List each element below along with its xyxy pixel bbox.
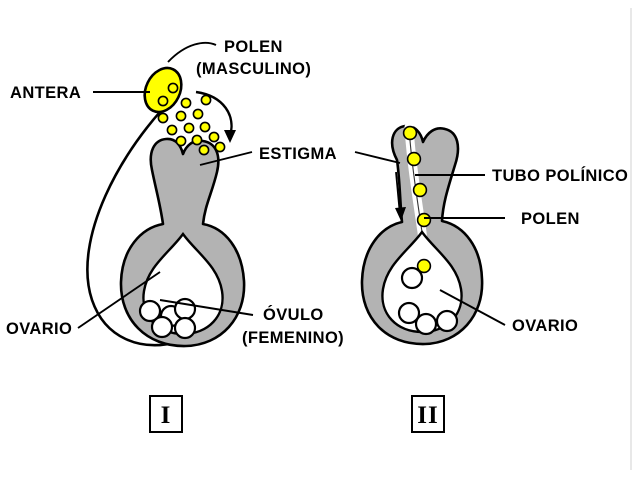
- ovule: [414, 312, 438, 336]
- anther-shape: [143, 66, 183, 114]
- pollen-grain: [200, 94, 212, 106]
- panel-II-caption-box: [411, 395, 445, 433]
- label-polen-masculino-line1: POLEN: [224, 38, 283, 56]
- ovule: [150, 315, 174, 339]
- ovule: [435, 309, 459, 333]
- pollen-grain: [166, 124, 178, 136]
- pollen-cloud-group: [157, 82, 226, 156]
- pollen-grain: [157, 95, 169, 107]
- pollen-grain: [214, 141, 226, 153]
- panel-II-group: [354, 122, 506, 433]
- label-polen-masculino-line2: (MASCULINO): [196, 60, 311, 78]
- filament-green-stalk-edge: [87, 94, 179, 346]
- label-ovulo-line1: ÓVULO: [263, 305, 324, 324]
- pollen-grain: [180, 97, 192, 109]
- label-ovario-right: OVARIO: [512, 317, 578, 335]
- pollen-grain: [157, 112, 169, 124]
- pollen-grain: [208, 131, 220, 143]
- pollen-grain: [192, 108, 204, 120]
- pollen-grain: [183, 122, 195, 134]
- ovule: [138, 299, 162, 323]
- label-polen-right: POLEN: [521, 210, 580, 228]
- panel-I-caption-box: [149, 395, 183, 433]
- leader-estigma-left: [199, 151, 253, 166]
- pollen-in-tube-group: [402, 125, 432, 274]
- pollen-grain: [198, 144, 210, 156]
- leader-ovario-left: [77, 271, 161, 329]
- pollen-grain: [167, 82, 179, 94]
- tube-growth-arrowhead: [395, 207, 406, 221]
- leader-polen-masculino: [167, 41, 217, 63]
- ovule-fertilised: [400, 266, 424, 290]
- pollen-grain: [175, 135, 187, 147]
- pollen-grain: [199, 121, 211, 133]
- label-tubo-polinico: TUBO POLÍNICO: [492, 166, 628, 185]
- ovule: [173, 316, 197, 340]
- panel-II-numeral: II: [417, 402, 438, 429]
- pollen-grain: [402, 125, 418, 141]
- pollen-grain: [191, 134, 203, 146]
- pollen-grain: [416, 212, 432, 228]
- ovule: [397, 301, 421, 325]
- pollen-grain: [412, 182, 428, 198]
- label-estigma: ESTIGMA: [259, 145, 337, 163]
- ovules-right-group: [397, 266, 459, 336]
- panel-I-group: [77, 41, 254, 433]
- panel-I-numeral: I: [161, 402, 172, 429]
- pollen-dispersal-arrowhead: [224, 130, 236, 143]
- pollen-grain: [416, 258, 432, 274]
- label-ovario-left: OVARIO: [6, 320, 72, 338]
- label-ovulo-line2: (FEMENINO): [242, 329, 344, 347]
- leader-estigma-right: [354, 151, 401, 164]
- label-antera: ANTERA: [10, 84, 81, 102]
- pollen-grain: [406, 151, 422, 167]
- leader-ovario-right: [439, 289, 506, 326]
- pollen-grain: [175, 110, 187, 122]
- leader-ovulo: [159, 299, 254, 316]
